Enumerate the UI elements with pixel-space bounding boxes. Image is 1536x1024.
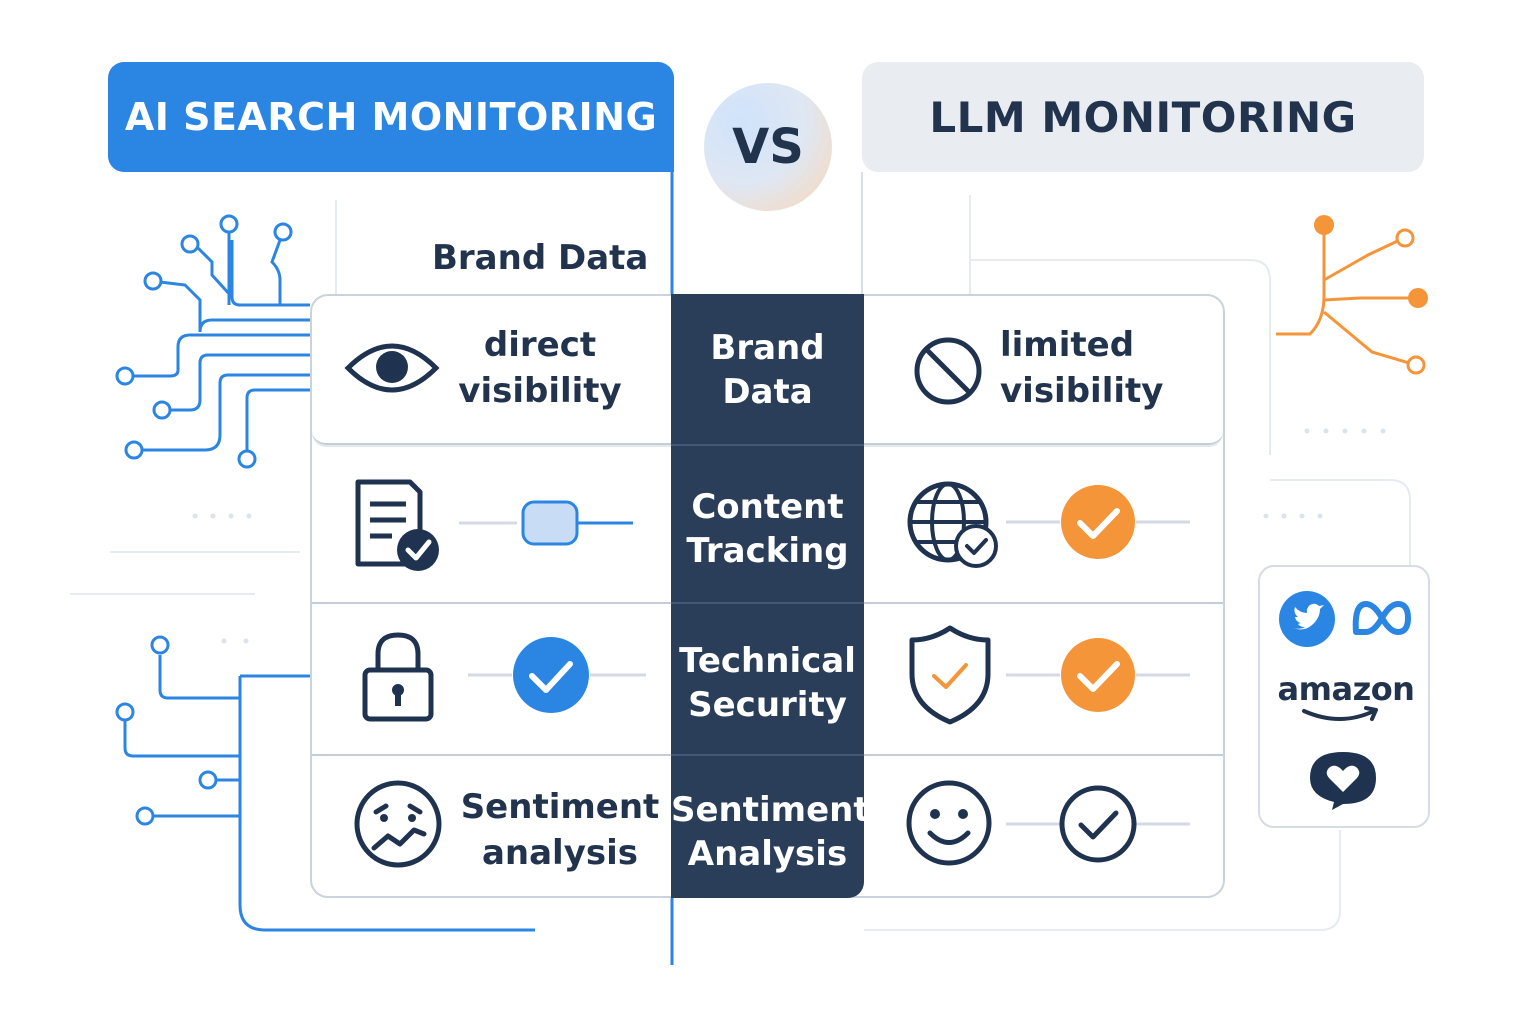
eye-icon	[344, 343, 440, 393]
category-technical-security: Technical Security	[679, 641, 856, 725]
category-content-tracking: Content Tracking	[686, 487, 849, 571]
sentiment-analysis-label: Sentiment analysis	[460, 787, 660, 873]
toggle-switch-icon	[459, 500, 633, 546]
direct-visibility-label: direct visibility	[458, 325, 622, 411]
padlock-icon	[362, 632, 434, 722]
orange-checkmark-icon	[1006, 485, 1190, 559]
ai-search-monitoring-title: AI SEARCH MONITORING	[124, 95, 658, 139]
brand-data-heading: Brand Data	[432, 238, 649, 278]
document-check-icon	[355, 479, 439, 571]
category-brand-data: Brand Data	[710, 328, 825, 412]
category-divider	[671, 602, 864, 604]
category-column	[671, 294, 864, 898]
amazon-logo: amazon	[1277, 670, 1415, 708]
twitter-icon	[1279, 591, 1335, 647]
ai-search-monitoring-header: AI SEARCH MONITORING	[108, 62, 674, 172]
category-divider	[671, 754, 864, 756]
outline-checkmark-icon	[1006, 785, 1190, 863]
llm-monitoring-header: LLM MONITORING	[862, 62, 1424, 172]
amazon-smile-icon	[1302, 706, 1378, 721]
category-divider	[671, 444, 864, 446]
prohibited-icon	[914, 337, 982, 405]
circuit-icon	[125, 231, 310, 458]
heart-chat-icon	[1310, 752, 1376, 810]
confused-face-icon	[354, 780, 442, 868]
limited-visibility-label: limited visibility	[1000, 325, 1164, 411]
vs-label: VS	[732, 119, 804, 175]
meta-icon	[1352, 600, 1412, 636]
shield-check-icon	[909, 625, 991, 725]
globe-check-icon	[907, 481, 998, 568]
blue-checkmark-icon	[468, 637, 646, 713]
vs-badge: VS	[704, 83, 832, 211]
category-sentiment-analysis: Sentiment Analysis	[671, 790, 870, 874]
orange-checkmark-icon	[1006, 638, 1190, 712]
llm-monitoring-title: LLM MONITORING	[929, 92, 1357, 142]
smiley-face-icon	[906, 780, 992, 866]
